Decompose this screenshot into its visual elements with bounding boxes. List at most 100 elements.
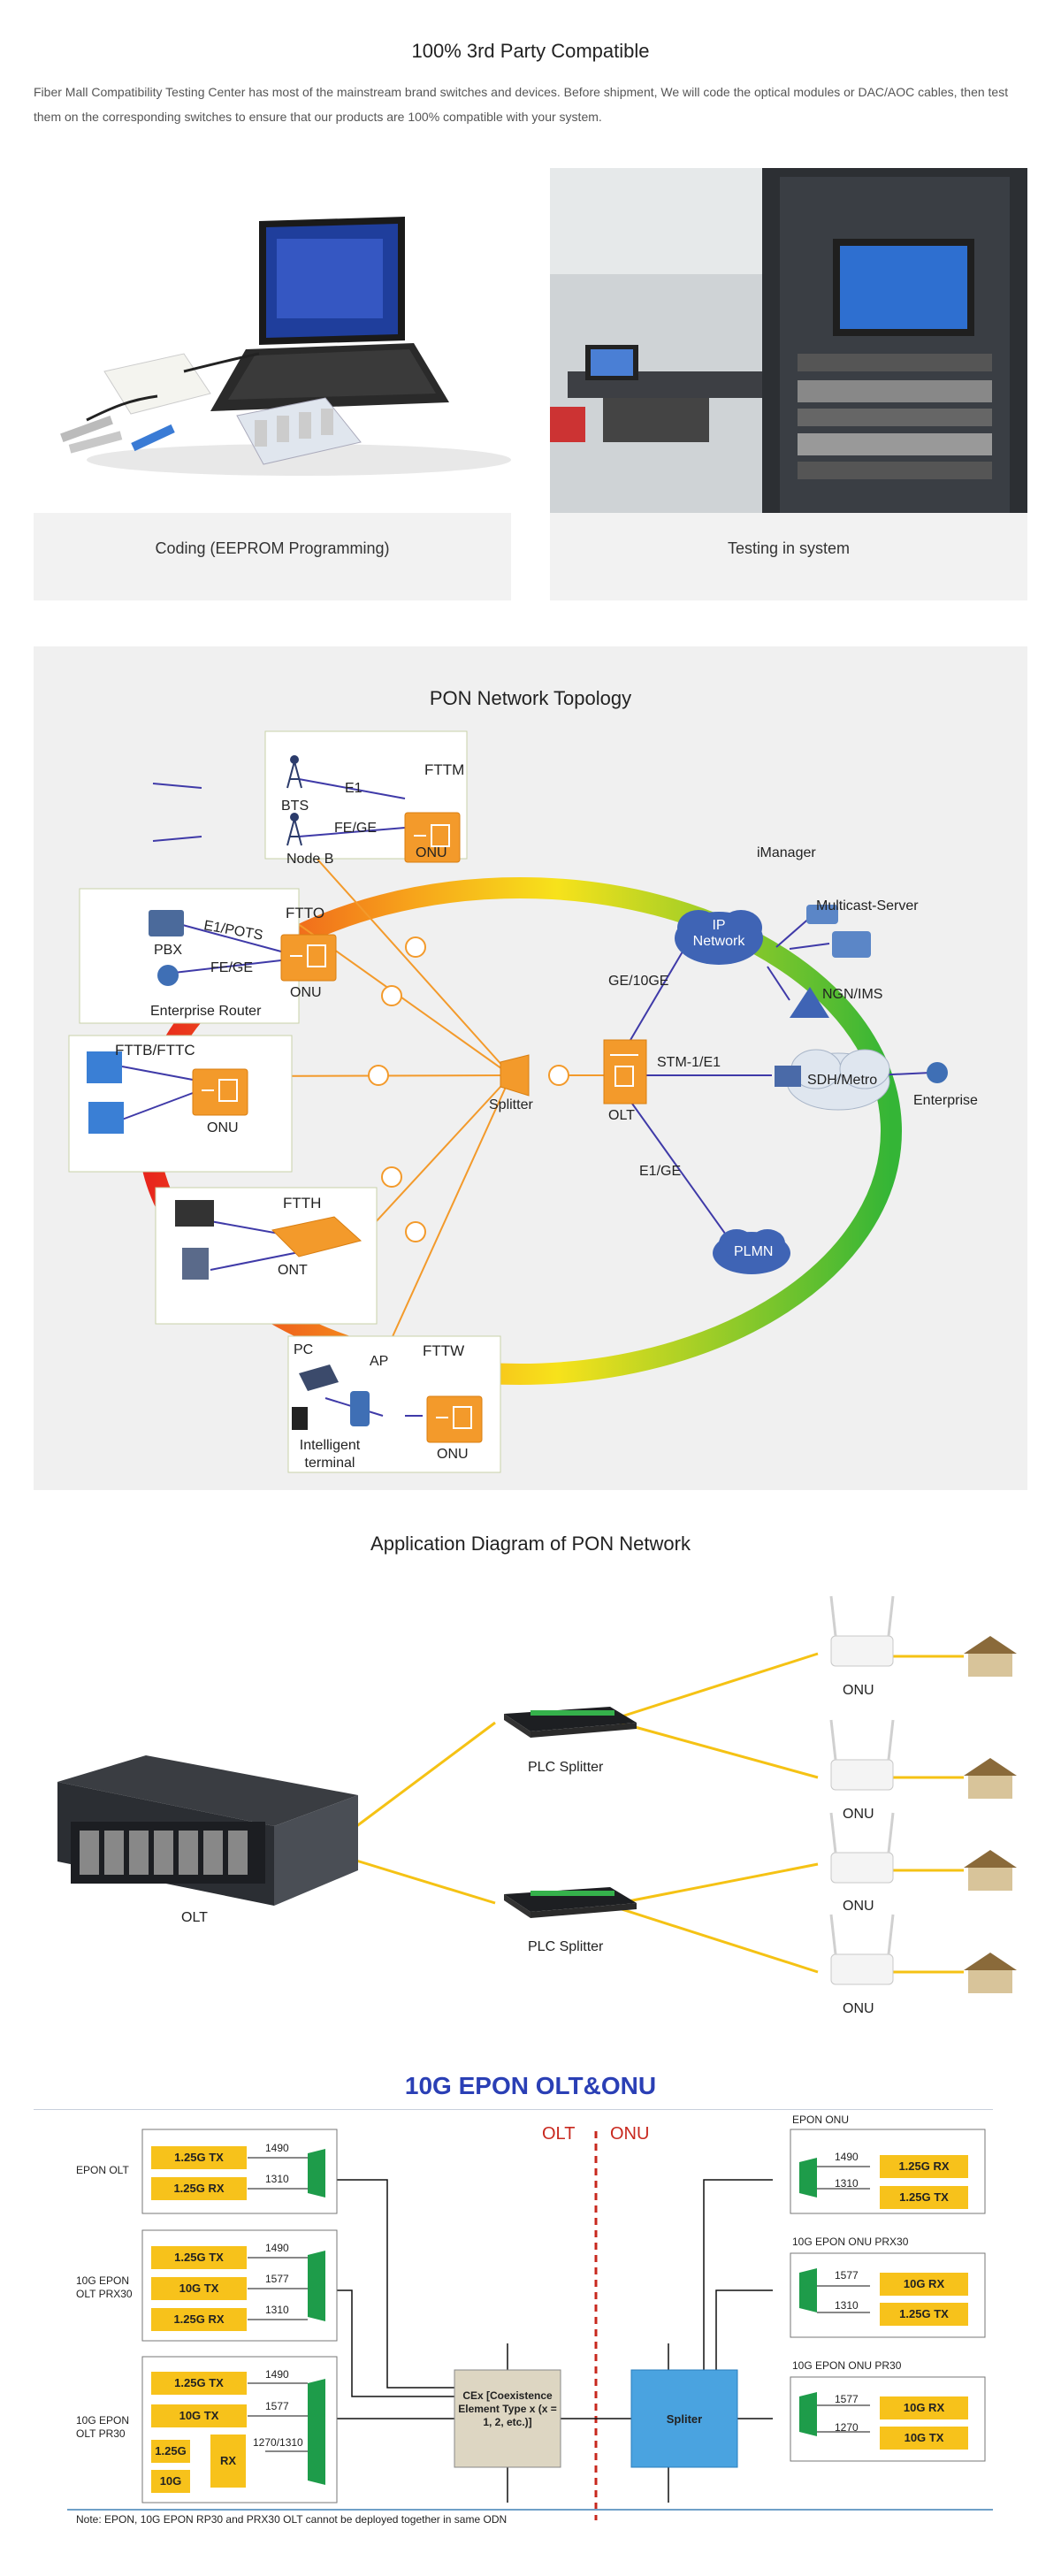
- ngn-label: NGN/IMS: [822, 987, 883, 1002]
- nodeb-label: Node B: [286, 852, 334, 867]
- pr30-rx1: 1.25G: [151, 2440, 190, 2463]
- ont-label: ONT: [278, 1263, 308, 1278]
- cex-label: CEx [Coexistence Element Type x (x = 1, …: [458, 2389, 557, 2428]
- pr30-tx2: 10G TX: [151, 2404, 247, 2427]
- plmn-label: PLMN: [734, 1244, 774, 1259]
- pr30-tx1: 1.25G TX: [151, 2372, 247, 2395]
- topology-diagram: [68, 730, 948, 1473]
- ftto-onu-label: ONU: [290, 985, 322, 1000]
- epon-onu-name: EPON ONU: [792, 2114, 850, 2126]
- prx30-tx1: 1.25G TX: [151, 2246, 247, 2269]
- epon-onu-w1: 1490: [835, 2151, 859, 2163]
- testing-photo: [550, 168, 1027, 513]
- testing-card: Testing in system: [550, 168, 1027, 600]
- fttw-onu-label: ONU: [437, 1447, 469, 1462]
- pbx-label: PBX: [154, 943, 183, 958]
- olt-label: OLT: [608, 1108, 635, 1123]
- epon-olt-tx: 1.25G TX: [151, 2146, 247, 2169]
- ap-label: AP: [370, 1354, 389, 1369]
- multicast-label: Multicast-Server: [816, 898, 919, 913]
- fttb-onu-label: ONU: [207, 1120, 239, 1135]
- pc-label: PC: [294, 1342, 314, 1357]
- ftto-box: [79, 888, 300, 1024]
- plc-splitter-2: [504, 1887, 637, 1918]
- app-onu4-label: ONU: [843, 2001, 874, 2016]
- fiber-fttm: [296, 836, 512, 1076]
- fttw-label: FTTW: [423, 1342, 465, 1359]
- application-diagram: [57, 1595, 1017, 1993]
- e1ge-label: E1/GE: [639, 1164, 682, 1179]
- plc-splitter-1: [504, 1707, 637, 1738]
- olt-side-label: OLT: [542, 2124, 576, 2144]
- sdh-label: SDH/Metro: [807, 1073, 878, 1088]
- prx30-name: 10G EPON OLT PRX30: [76, 2274, 133, 2300]
- fttm-e1-label: E1: [345, 781, 363, 796]
- epon-diagram: OLT ONU EPON OLT 1.25G TX 1.25G RX 1490 …: [34, 2114, 1027, 2529]
- fttm-onu-label: ONU: [416, 845, 447, 860]
- app-onu1-label: ONU: [843, 1683, 874, 1698]
- onu-prx30-name: 10G EPON ONU PRX30: [792, 2236, 909, 2248]
- app-splitter1-label: PLC Splitter: [528, 1760, 604, 1775]
- epon-onu-rx: 1.25G RX: [880, 2155, 968, 2178]
- app-olt-label: OLT: [181, 1910, 208, 1925]
- coding-caption: Coding (EEPROM Programming): [155, 539, 390, 557]
- pr30-w1: 1490: [265, 2368, 289, 2381]
- prx30-tx2: 10G TX: [151, 2277, 247, 2300]
- epon-onu-tx: 1.25G TX: [880, 2186, 968, 2209]
- onu-pr30-w2: 1270: [835, 2421, 859, 2434]
- terminal-label: Intelligent terminal: [299, 1438, 361, 1471]
- pc-icon: [175, 1200, 214, 1227]
- ngn-icon: [790, 987, 829, 1018]
- app-onu2-label: ONU: [843, 1807, 874, 1822]
- onu-prx30-rx: 10G RX: [880, 2273, 968, 2296]
- ftto-fege-label: FE/GE: [210, 960, 254, 975]
- router-label: Enterprise Router: [150, 1004, 262, 1019]
- fttb-label: FTTB/FTTC: [115, 1042, 195, 1059]
- onu-prx30-w1: 1577: [835, 2269, 859, 2282]
- epon-olt-w2: 1310: [265, 2173, 289, 2185]
- ge10ge-label: GE/10GE: [608, 974, 669, 989]
- laptop-icon: [299, 1364, 339, 1391]
- pr30-w3: 1270/1310: [253, 2436, 303, 2449]
- olt-icon: [603, 1039, 647, 1105]
- onu-pr30-w1: 1577: [835, 2393, 859, 2405]
- pbx-icon: [149, 910, 184, 936]
- splitter-icon: [500, 1054, 530, 1097]
- app-splitter2-label: PLC Splitter: [528, 1939, 604, 1954]
- olt-chassis: [57, 1755, 358, 1906]
- pr30-rx2: 10G: [151, 2470, 190, 2493]
- application-title: Application Diagram of PON Network: [370, 1533, 691, 1555]
- epon-olt-w1: 1490: [265, 2142, 289, 2154]
- ftth-label: FTTH: [283, 1195, 322, 1212]
- coding-photo: [34, 168, 511, 513]
- epon-onu-w2: 1310: [835, 2177, 859, 2190]
- antenna-icons: [286, 755, 302, 846]
- app-onu3-label: ONU: [843, 1899, 874, 1914]
- imanager-icon: [806, 905, 838, 924]
- spliter-label: Spliter: [666, 2412, 703, 2426]
- onu-devices: [830, 1635, 894, 1985]
- pr30-w2: 1577: [265, 2400, 289, 2412]
- splitter-label: Splitter: [489, 1097, 533, 1112]
- compat-description: Fiber Mall Compatibility Testing Center …: [34, 85, 1009, 124]
- fttm-fege-label: FE/GE: [334, 821, 378, 836]
- onu-prx30-tx: 1.25G TX: [880, 2303, 968, 2326]
- onu-side-label: ONU: [610, 2124, 650, 2144]
- mobile-icon: [292, 1407, 308, 1430]
- onu-pr30-rx: 10G RX: [880, 2396, 968, 2419]
- ftto-label: FTTO: [286, 905, 325, 921]
- ap-icon: [350, 1391, 370, 1426]
- onu-prx30-w2: 1310: [835, 2299, 859, 2312]
- ip-network-cloud: [675, 910, 763, 965]
- enterprise-label: Enterprise: [913, 1093, 978, 1108]
- coding-card: Coding (EEPROM Programming): [34, 168, 511, 600]
- enterprise-router-icon: [927, 1062, 948, 1083]
- topology-title: PON Network Topology: [429, 687, 632, 709]
- onu-pr30-tx: 10G TX: [880, 2427, 968, 2450]
- bts-label: BTS: [281, 799, 309, 814]
- multicast-icon: [832, 931, 871, 958]
- onu-pr30-name: 10G EPON ONU PR30: [792, 2359, 902, 2372]
- house-icons: [964, 1636, 1017, 1993]
- imanager-label: iManager: [757, 845, 816, 860]
- epon-olt-rx: 1.25G RX: [151, 2177, 247, 2200]
